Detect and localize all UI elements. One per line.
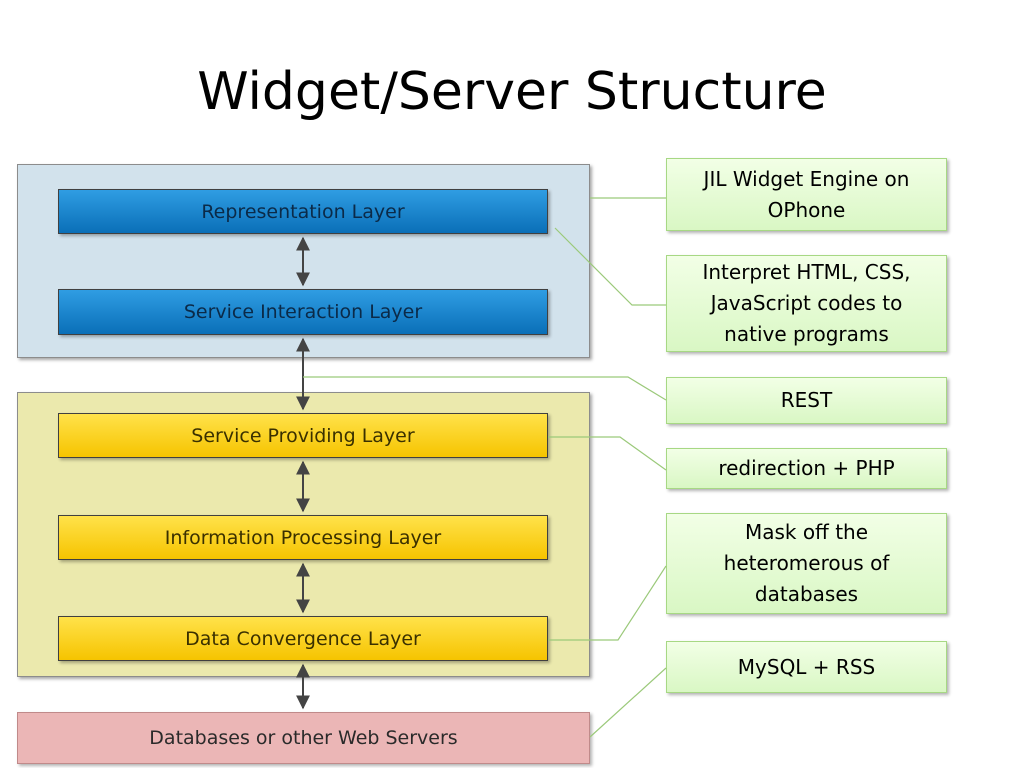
connector-interpret [554,227,666,306]
databases-layer: Databases or other Web Servers [17,712,590,764]
service-providing-layer-label: Service Providing Layer [191,424,415,447]
connector-redirection [548,436,667,471]
data-convergence-layer-label: Data Convergence Layer [185,627,421,650]
representation-layer: Representation Layer [58,189,548,234]
note-redirection: redirection + PHP [666,448,947,489]
information-processing-layer: Information Processing Layer [58,515,548,560]
databases-layer-label: Databases or other Web Servers [149,727,458,749]
page-title: Widget/Server Structure [197,62,827,122]
note-rest: REST [666,377,947,424]
representation-layer-label: Representation Layer [201,200,405,223]
information-processing-layer-label: Information Processing Layer [164,526,442,549]
service-interaction-layer-label: Service Interaction Layer [183,301,423,323]
note-mysql: MySQL + RSS [666,641,947,693]
service-providing-layer: Service Providing Layer [58,413,548,458]
connector-mysql [589,667,667,738]
connector-rest [303,376,667,401]
data-convergence-layer: Data Convergence Layer [58,616,548,661]
service-interaction-layer: Service Interaction Layer [58,289,548,335]
connector-mask-off [548,565,667,641]
